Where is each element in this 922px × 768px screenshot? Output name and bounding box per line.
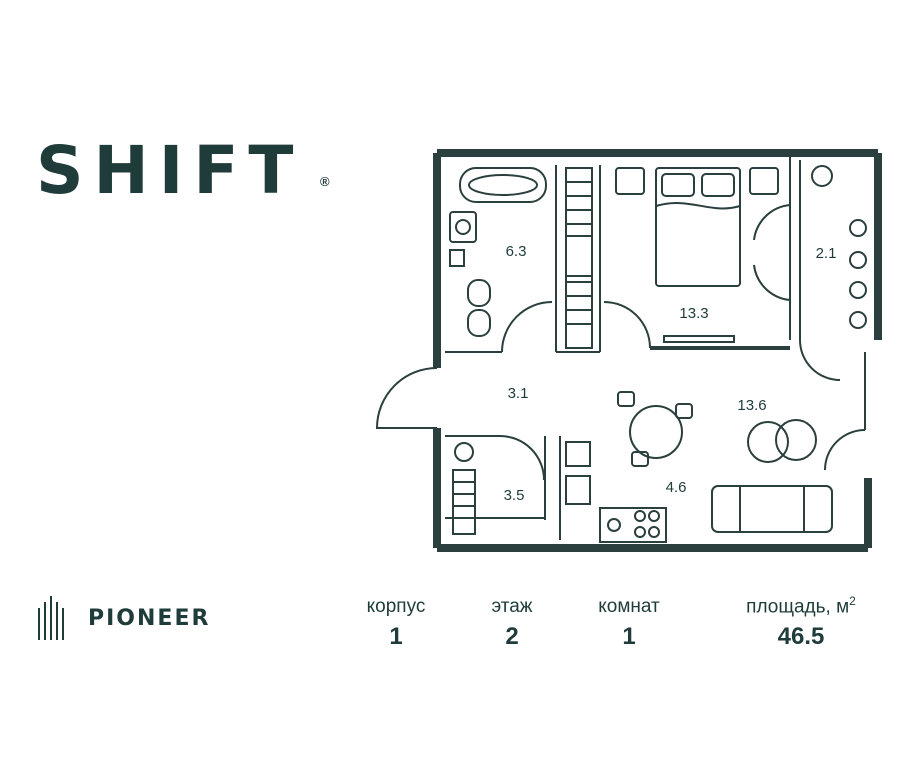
room-area-kitchen: 4.6 xyxy=(666,479,687,496)
stat-building-value: 1 xyxy=(389,623,403,650)
room-area-laundry: 3.5 xyxy=(504,487,525,504)
pioneer-brand: PIONEER xyxy=(36,596,210,640)
stat-building: корпус 1 xyxy=(346,596,446,650)
stat-floor-value: 2 xyxy=(505,623,519,650)
stat-floor-label: этаж xyxy=(491,596,533,617)
pioneer-wordmark: PIONEER xyxy=(88,605,211,631)
stat-area-value: 46.5 xyxy=(777,623,825,651)
stat-rooms-value: 1 xyxy=(622,623,636,650)
stat-area: площадь, м2 46.5 xyxy=(716,590,886,650)
stat-building-label: корпус xyxy=(366,596,426,617)
pioneer-logo-icon xyxy=(38,596,64,640)
room-area-bathroom: 6.3 xyxy=(506,243,527,260)
room-area-bedroom: 13.3 xyxy=(679,305,708,322)
shift-logo: SHIFT xyxy=(36,132,304,209)
registered-mark: ® xyxy=(320,174,330,189)
stat-area-label: площадь, м2 xyxy=(716,590,886,618)
floor-plan: 6.3 13.3 2.1 3.1 13.6 3.5 4.6 xyxy=(375,149,882,552)
stat-area-label-text: площадь, м xyxy=(746,596,850,618)
stat-rooms-label: комнат xyxy=(598,596,660,617)
room-area-hall: 3.1 xyxy=(508,385,529,402)
stat-area-label-sup: 2 xyxy=(849,594,856,608)
room-area-living: 13.6 xyxy=(737,397,766,414)
room-area-balcony: 2.1 xyxy=(816,245,837,262)
stat-rooms: комнат 1 xyxy=(576,596,682,650)
stat-floor: этаж 2 xyxy=(470,596,554,650)
